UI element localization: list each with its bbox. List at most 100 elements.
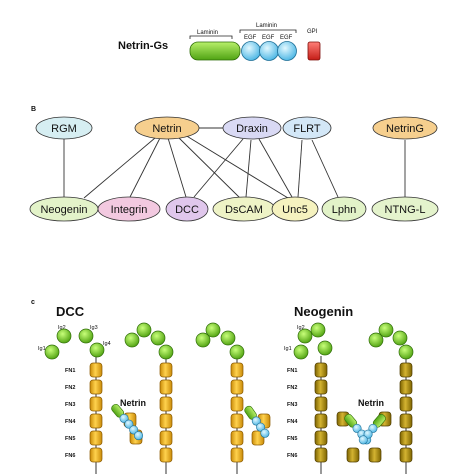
dcc-r3-fn1-domain (230, 362, 244, 378)
laminin-bracket-1-label: Laminin (197, 30, 218, 36)
netrin-label-neogenin: Netrin (358, 398, 384, 408)
svg-text:DCC: DCC (175, 204, 199, 216)
neogenin-fn5-label: FN5 (287, 436, 297, 442)
receptor-drawings (44, 322, 414, 474)
neo-x-fn-bottom-left (346, 447, 360, 463)
neo-r1-ig3-domain (310, 322, 326, 338)
fn2-label: FN2 (65, 385, 75, 391)
dcc-r2-fn4-domain (159, 413, 173, 429)
node-lphn: Lphn (321, 196, 367, 222)
neo-r2-ig1-domain (368, 332, 384, 348)
dcc-r2-fn5-domain (159, 430, 173, 446)
neo-r2-ig4-domain (398, 344, 414, 360)
neogenin-fn6-label: FN6 (287, 453, 297, 459)
neo-x-b-netrin-egf-2 (363, 429, 373, 439)
neo-x-b-netrin-egf-3 (358, 435, 368, 445)
egf-label-1: EGF (244, 35, 257, 41)
dcc-r2-ig3-domain (150, 330, 166, 346)
line-draxin-dcc (193, 138, 244, 198)
laminin-bracket-2 (239, 29, 297, 33)
dcc-r3-ig1-domain (195, 332, 211, 348)
ig2-label: Ig2 (58, 325, 66, 331)
egf-domain-1 (241, 41, 261, 61)
dcc-r2-netrin-egf-3 (129, 425, 139, 435)
ig3-label: Ig3 (90, 325, 98, 331)
egf-domain-3 (277, 41, 297, 61)
neo-r1-ig4-domain (317, 340, 333, 356)
neogenin-fn1-label: FN1 (287, 368, 297, 374)
dcc-r3-fn2-domain (230, 379, 244, 395)
neo-r1-fn6-domain (314, 447, 328, 463)
neo-r2-fn1-domain (399, 362, 413, 378)
svg-text:Integrin: Integrin (111, 204, 148, 216)
neo-x-b-netrin-egf-1 (368, 423, 378, 433)
gpi-label: GPI (307, 29, 318, 35)
dcc-r1-ig3-domain (78, 328, 94, 344)
line-draxin-unc5 (258, 138, 293, 198)
dcc-r3-fn6-domain (230, 447, 244, 463)
neo-r1-fn5-domain (314, 430, 328, 446)
neo-r1-ig1-domain (293, 344, 309, 360)
dcc-r3-ig4-domain (229, 344, 245, 360)
dcc-r2-fn1-domain (159, 362, 173, 378)
neo-x-a-netrin-egf-1 (352, 423, 362, 433)
dcc-r3-netrin-egf-1 (251, 416, 261, 426)
node-unc5: Unc5 (271, 196, 319, 222)
fn3-label: FN3 (65, 402, 75, 408)
dcc-r3-fn5-domain (230, 430, 244, 446)
dcc-r3-netrin-egf-2 (256, 422, 266, 432)
fn4-label: FN4 (65, 419, 76, 425)
netrin-label-dcc: Netrin (120, 398, 146, 408)
svg-text:Neogenin: Neogenin (40, 204, 87, 216)
line-netrin-dscam (177, 136, 241, 199)
neogenin-title: Neogenin (294, 304, 353, 319)
line-netrin-dcc (167, 137, 187, 198)
ig4-label: Ig4 (103, 341, 111, 347)
panel-a: Netrin-Gs Laminin Laminin EGF EGF EGF GP… (118, 23, 321, 61)
panel-c: c DCC Neogenin Ig1 Ig2 Ig3 Ig4 Ig1 Ig2 F… (31, 299, 414, 474)
panel-b-label: B (31, 106, 36, 113)
dcc-r2-fn3-domain (159, 396, 173, 412)
line-netrin-integrin (129, 137, 161, 198)
node-dscam: DsCAM (212, 196, 276, 222)
neogenin-fn3-label: FN3 (287, 402, 297, 408)
dcc-r1-fn5-domain (89, 430, 103, 446)
neo-r2-fn6-domain (399, 447, 413, 463)
node-neogenin: Neogenin (29, 196, 99, 222)
dcc-r1-fn6-domain (89, 447, 103, 463)
svg-text:FLRT: FLRT (293, 123, 321, 135)
svg-text:NetrinG: NetrinG (386, 123, 424, 135)
interaction-lines (63, 127, 406, 199)
neogenin-ig1-label: Ig1 (284, 346, 292, 352)
dcc-r3-ig2-domain (205, 322, 221, 338)
dcc-r2-netrin-egf-2 (124, 419, 134, 429)
node-netrin: Netrin (134, 116, 200, 140)
dcc-r2-fn6-domain (159, 447, 173, 463)
line-flrt-unc5 (297, 139, 303, 198)
neogenin-fn4-label: FN4 (287, 419, 298, 425)
dcc-r1-fn4-domain (89, 413, 103, 429)
svg-text:Netrin: Netrin (152, 123, 181, 135)
neo-x-fn-bottom-right (368, 447, 382, 463)
gpi-anchor (307, 41, 321, 61)
line-flrt-lphn (311, 139, 339, 198)
dcc-r2-ig1-domain (124, 332, 140, 348)
egf-domain-2 (259, 41, 279, 61)
netrin-g-protein-label: Netrin-Gs (118, 40, 168, 52)
dcc-r3-ig3-domain (220, 330, 236, 346)
neo-r2-fn3-domain (399, 396, 413, 412)
panel-c-label: c (31, 299, 35, 306)
dcc-r1-ig4-domain (89, 342, 105, 358)
fn6-label: FN6 (65, 453, 75, 459)
neo-r1-ig2-domain (297, 328, 313, 344)
neo-r2-fn4-domain (399, 413, 413, 429)
dcc-r1-ig1-domain (44, 344, 60, 360)
line-netrin-unc5 (184, 134, 289, 199)
node-ntng-l: NTNG-L (371, 196, 439, 222)
dcc-r2-ig4-domain (158, 344, 174, 360)
dcc-r1-fn1-domain (89, 362, 103, 378)
line-netrin-neogenin (83, 137, 156, 199)
panel-b: B RGM Netrin Draxin (29, 106, 439, 222)
dcc-r2-netrin-egf-1 (119, 413, 129, 423)
